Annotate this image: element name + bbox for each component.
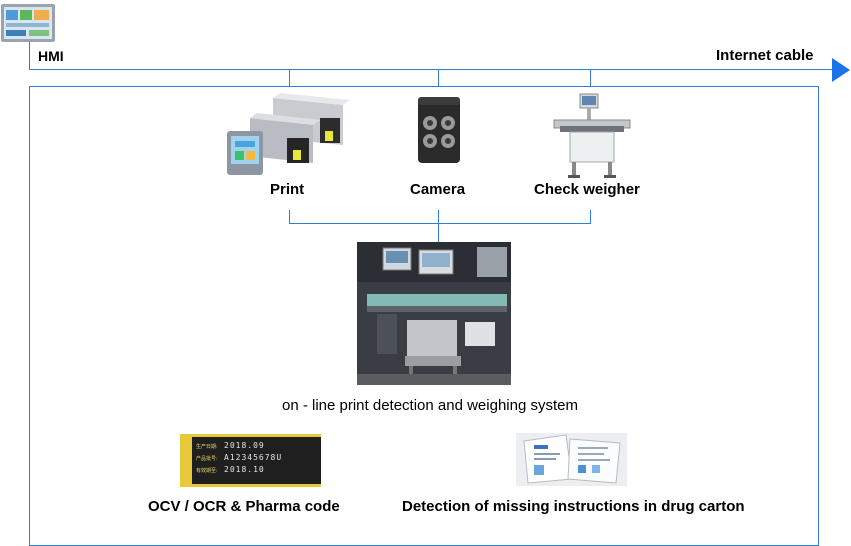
internet-cable-label: Internet cable [716, 47, 814, 64]
field-label-batch-number: 产品批号: [196, 456, 218, 462]
inkjet-printer-icon [225, 93, 350, 178]
missing-instructions-caption: Detection of missing instructions in dru… [402, 498, 745, 515]
print-label: Print [270, 181, 305, 198]
weigher-drop-line [590, 70, 591, 86]
weigher-bracket-line [590, 210, 591, 224]
ocv-ocr-field-values: 2018.09 A12345678U 2018.10 [224, 440, 282, 476]
hmi-connector [29, 42, 30, 70]
camera-drop-line [438, 70, 439, 86]
inspection-system-photo [357, 242, 511, 385]
print-bracket-line [289, 210, 290, 224]
ocv-ocr-sample: 生产日期: 产品批号: 有效期至: 2018.09 A12345678U 201… [180, 434, 321, 487]
field-label-expiry-date: 有效期至: [196, 468, 218, 474]
ocv-ocr-field-labels: 生产日期: 产品批号: 有效期至: [196, 441, 218, 477]
field-label-production-date: 生产日期: [196, 444, 218, 450]
ocv-ocr-caption: OCV / OCR & Pharma code [148, 498, 340, 515]
camera-label: Camera [410, 181, 466, 198]
system-connector-line [438, 223, 439, 243]
print-drop-line [289, 70, 290, 86]
camera-icon [416, 95, 462, 167]
arrow-right-icon [832, 58, 850, 82]
hmi-terminal-icon [1, 4, 55, 42]
device-bracket-line [289, 223, 591, 224]
value-expiry-date: 2018.10 [224, 465, 265, 474]
value-production-date: 2018.09 [224, 441, 265, 450]
internet-cable-line [29, 69, 834, 70]
camera-bracket-line [438, 210, 439, 224]
check-weigher-icon [552, 92, 632, 180]
check-weigher-label: Check weigher [534, 181, 640, 198]
value-batch-number: A12345678U [224, 453, 283, 462]
hmi-label: HMI [38, 48, 64, 64]
system-caption: on - line print detection and weighing s… [281, 397, 578, 414]
ocv-ocr-print-area [192, 437, 321, 484]
instruction-leaflet-photo [516, 433, 627, 486]
